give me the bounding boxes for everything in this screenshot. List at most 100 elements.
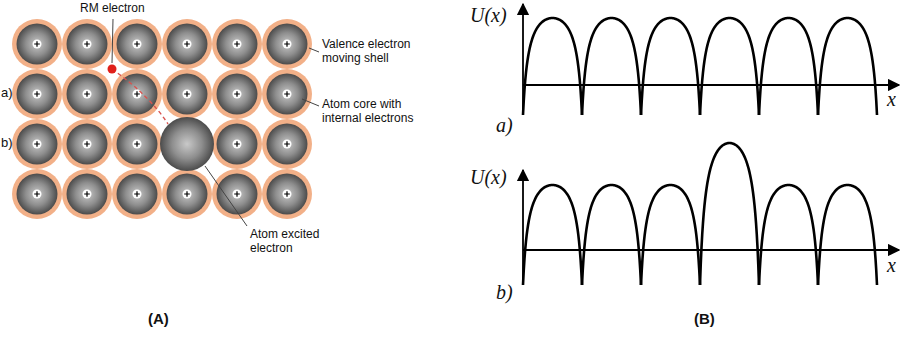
- rm-electron: [108, 65, 117, 74]
- potential-curve: [582, 18, 641, 115]
- plus-symbol: [134, 41, 140, 47]
- potential-curve: [700, 18, 759, 115]
- potential-curve: [818, 185, 877, 285]
- nucleus: [233, 90, 242, 99]
- plot-label: a): [496, 114, 513, 137]
- plot-label: b): [496, 281, 513, 304]
- plus-symbol: [84, 141, 90, 147]
- valence-shell: [212, 69, 262, 119]
- valence-shell: [262, 169, 312, 219]
- callout-label: Valence electron moving shell: [322, 38, 422, 66]
- plus-symbol: [234, 191, 240, 197]
- nucleus: [283, 90, 292, 99]
- atom-lattice: [12, 19, 312, 219]
- potential-plot: [523, 143, 899, 285]
- potential-curve: [641, 18, 700, 115]
- plus-symbol: [284, 91, 290, 97]
- atom-core: [117, 174, 158, 215]
- atom-core: [217, 174, 258, 215]
- axis-label: x: [887, 88, 896, 111]
- leader-line: [205, 166, 247, 226]
- nucleus: [183, 40, 192, 49]
- plus-symbol: [184, 41, 190, 47]
- valence-shell: [112, 19, 162, 69]
- excited-atom: [160, 117, 214, 171]
- atom-core: [67, 74, 108, 115]
- atom-core: [217, 24, 258, 65]
- plus-symbol: [84, 41, 90, 47]
- callout-label: RM electron: [80, 2, 145, 16]
- atom-core: [17, 174, 58, 215]
- valence-shell: [262, 69, 312, 119]
- atom-core: [117, 124, 158, 165]
- potential-curve: [759, 185, 818, 285]
- valence-shell: [12, 169, 62, 219]
- nucleus: [83, 40, 92, 49]
- plus-symbol: [184, 91, 190, 97]
- valence-shell: [12, 69, 62, 119]
- leader-line: [302, 99, 319, 106]
- nucleus: [283, 40, 292, 49]
- atom-core: [267, 174, 308, 215]
- valence-shell: [112, 169, 162, 219]
- plus-symbol: [284, 191, 290, 197]
- atom-core: [67, 124, 108, 165]
- valence-shell: [62, 169, 112, 219]
- plus-symbol: [84, 191, 90, 197]
- atom-core: [267, 74, 308, 115]
- potential-curve: [523, 185, 582, 285]
- atom-core: [267, 124, 308, 165]
- nucleus: [233, 140, 242, 149]
- row-label: a): [1, 86, 13, 101]
- plus-symbol: [284, 41, 290, 47]
- plus-symbol: [34, 41, 40, 47]
- valence-shell: [62, 19, 112, 69]
- atom-core: [217, 124, 258, 165]
- nucleus: [33, 140, 42, 149]
- valence-shell: [162, 19, 212, 69]
- plus-symbol: [134, 191, 140, 197]
- potential-curve: [582, 185, 641, 285]
- valence-shell: [262, 19, 312, 69]
- plus-symbol: [234, 141, 240, 147]
- atom-core: [167, 174, 208, 215]
- valence-shell: [62, 119, 112, 169]
- valence-shell: [112, 119, 162, 169]
- callout-label: Atom core with internal electrons: [322, 98, 428, 126]
- plus-symbol: [34, 191, 40, 197]
- valence-shell: [62, 69, 112, 119]
- plus-symbol: [234, 41, 240, 47]
- atom-core: [67, 24, 108, 65]
- callout-label: Atom excited electron: [250, 228, 338, 256]
- atom-core: [117, 24, 158, 65]
- electron-path: [112, 69, 168, 124]
- plus-symbol: [234, 91, 240, 97]
- potential-plot: [523, 4, 899, 115]
- atom-core: [17, 124, 58, 165]
- plus-symbol: [34, 141, 40, 147]
- plus-symbol: [84, 91, 90, 97]
- leader-line: [309, 48, 319, 52]
- valence-shell: [112, 69, 162, 119]
- valence-shell: [12, 119, 62, 169]
- plus-symbol: [134, 91, 140, 97]
- nucleus: [83, 190, 92, 199]
- nucleus: [133, 40, 142, 49]
- nucleus: [283, 140, 292, 149]
- potential-curve: [759, 18, 818, 115]
- row-label: b): [1, 136, 13, 151]
- plus-symbol: [34, 91, 40, 97]
- nucleus: [33, 40, 42, 49]
- atom-core: [117, 74, 158, 115]
- panel-label: (A): [148, 310, 169, 327]
- valence-shell: [162, 169, 212, 219]
- atom-core: [167, 74, 208, 115]
- plus-symbol: [184, 191, 190, 197]
- valence-shell: [262, 119, 312, 169]
- atom-core: [267, 24, 308, 65]
- valence-shell: [12, 19, 62, 69]
- nucleus: [133, 140, 142, 149]
- nucleus: [183, 190, 192, 199]
- plus-symbol: [134, 141, 140, 147]
